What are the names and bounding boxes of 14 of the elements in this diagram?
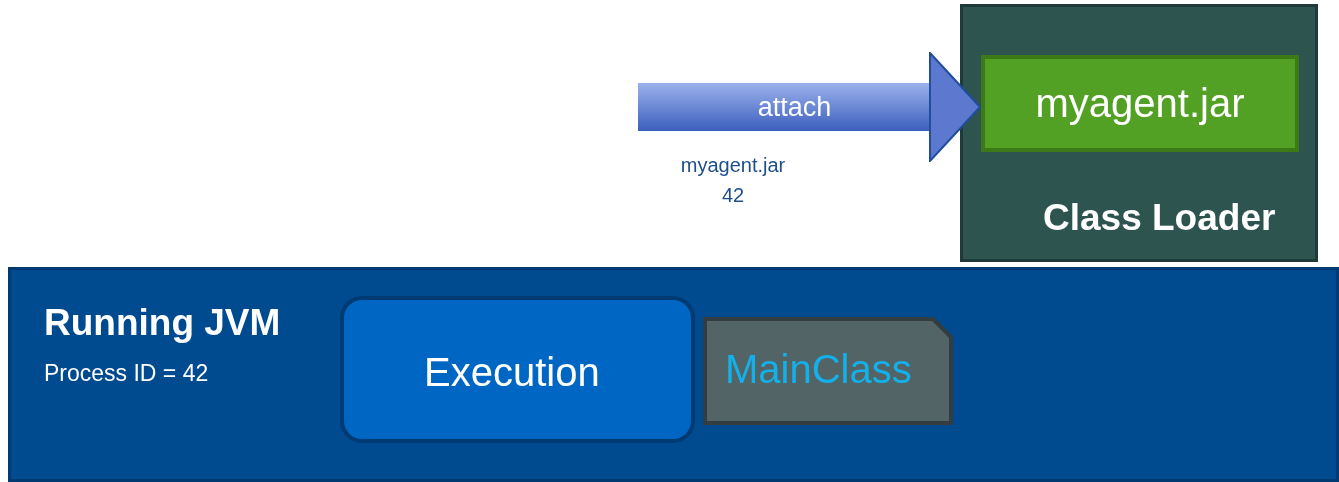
execution-label: Execution (424, 350, 600, 395)
band-title: Running JVM (44, 302, 281, 344)
jar-box (981, 55, 1299, 152)
panel-title: Class Loader (1043, 197, 1276, 239)
execution-box (340, 296, 695, 443)
edge-label: attach (756, 91, 833, 124)
jvm-band (8, 267, 1339, 482)
jar-label: myagent.jar (1034, 81, 1246, 126)
class-loader-panel (960, 4, 1318, 262)
process-id-text: Process ID = 42 (44, 360, 209, 387)
main-class-box (703, 317, 953, 425)
main-class-label: MainClass (725, 347, 912, 392)
note-text: myagent.jar 42 (679, 153, 787, 208)
block-arrow (638, 52, 981, 162)
